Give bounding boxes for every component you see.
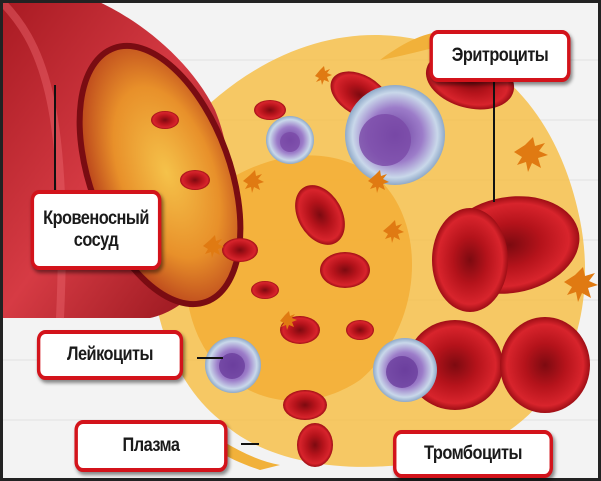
blood-vessel-icon (0, 0, 272, 326)
label-blood-vessel: Кровеносный сосуд (31, 190, 162, 270)
label-leukocytes-text: Лейкоциты (67, 344, 153, 366)
label-plasma-text: Плазма (122, 435, 179, 457)
label-erythrocytes-text: Эритроциты (452, 45, 549, 67)
label-erythrocytes: Эритроциты (429, 30, 570, 82)
label-plasma: Плазма (74, 420, 227, 472)
erythrocytes-leader-line (493, 82, 495, 202)
label-platelets-text: Тромбоциты (424, 443, 522, 465)
vessel-leader-line (54, 85, 56, 190)
label-leukocytes: Лейкоциты (37, 330, 183, 380)
plasma-leader-line (241, 443, 259, 445)
label-platelets: Тромбоциты (393, 430, 553, 478)
leukocytes-leader-line (197, 357, 223, 359)
label-blood-vessel-text: Кровеносный сосуд (43, 208, 149, 252)
